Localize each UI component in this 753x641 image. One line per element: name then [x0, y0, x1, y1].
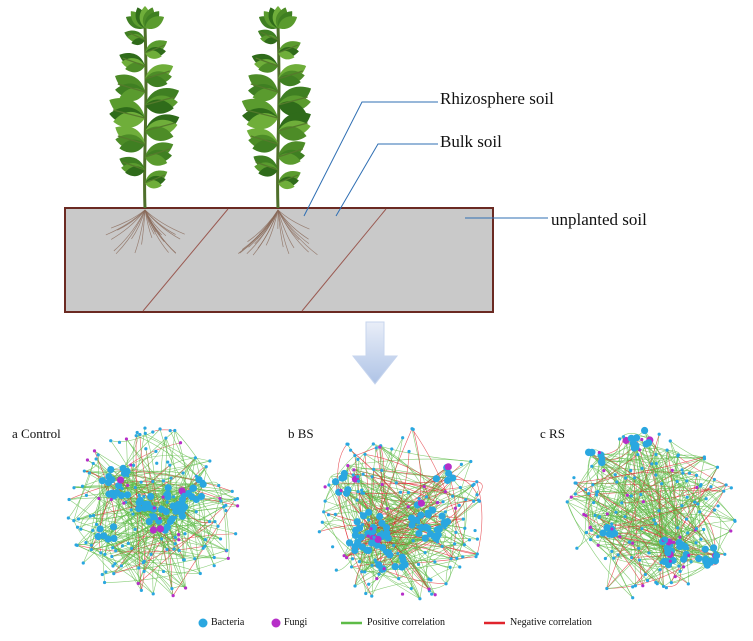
- label-unplanted-soil: unplanted soil: [551, 210, 647, 229]
- network-control: [66, 426, 240, 598]
- legend-fungi-label: Fungi: [284, 617, 308, 628]
- label-rhizosphere-soil: Rhizosphere soil: [440, 89, 554, 108]
- plant-right-icon: [241, 6, 312, 209]
- roots-icon: [105, 209, 318, 256]
- legend-bacteria-label: Bacteria: [211, 617, 245, 628]
- legend-fungi-marker: [271, 618, 281, 628]
- network-bs: [317, 427, 483, 601]
- soil-divider-2: [301, 208, 387, 312]
- network-rs: [565, 426, 737, 600]
- panel-title-rs: c RS: [540, 426, 565, 441]
- legend-positive-label: Positive correlation: [367, 617, 446, 628]
- panel-title-control: a Control: [12, 426, 61, 441]
- leader-line-bulk: [335, 143, 438, 217]
- leader-line-rhizosphere: [303, 101, 438, 217]
- panel-title-bs: b BS: [288, 426, 314, 441]
- down-arrow-icon: [351, 321, 399, 385]
- soil-divider-1: [142, 208, 229, 312]
- legend-negative-label: Negative correlation: [510, 617, 592, 628]
- legend-bacteria-marker: [198, 618, 208, 628]
- plant-left-icon: [109, 6, 180, 209]
- label-bulk-soil: Bulk soil: [440, 132, 502, 151]
